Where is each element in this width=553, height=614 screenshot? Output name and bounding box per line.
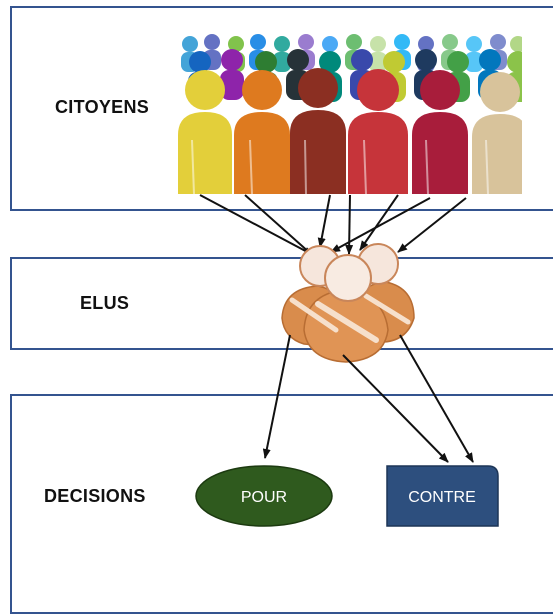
arrow-to-pour xyxy=(262,334,291,459)
decisions-label: DECISIONS xyxy=(44,486,146,506)
elus-to-decisions-arrows xyxy=(262,334,474,463)
crowd-illustration xyxy=(178,34,522,194)
pour-node: POUR xyxy=(195,465,333,527)
arrow-to-contre-2 xyxy=(399,334,474,463)
citoyens-label: CITOYENS xyxy=(55,97,150,117)
arrow-citizen-5 xyxy=(359,194,399,251)
arrow-citizen-1 xyxy=(199,194,314,256)
arrow-citizen-3 xyxy=(317,194,331,248)
arrow-to-contre-1 xyxy=(342,354,449,463)
group-of-people-icon xyxy=(281,243,415,363)
arrow-citizen-4 xyxy=(345,194,354,255)
pour-label: POUR xyxy=(241,489,287,506)
diagram-canvas: POUR CONTRE xyxy=(178,34,522,527)
contre-label: CONTRE xyxy=(408,489,476,506)
elus-label: ELUS xyxy=(80,293,130,313)
arrow-citizen-6 xyxy=(330,197,431,253)
pour-shape xyxy=(195,465,333,527)
contre-shape xyxy=(386,465,499,527)
contre-node: CONTRE xyxy=(386,465,499,527)
elus-band xyxy=(10,257,553,350)
arrow-citizen-7 xyxy=(397,197,467,253)
